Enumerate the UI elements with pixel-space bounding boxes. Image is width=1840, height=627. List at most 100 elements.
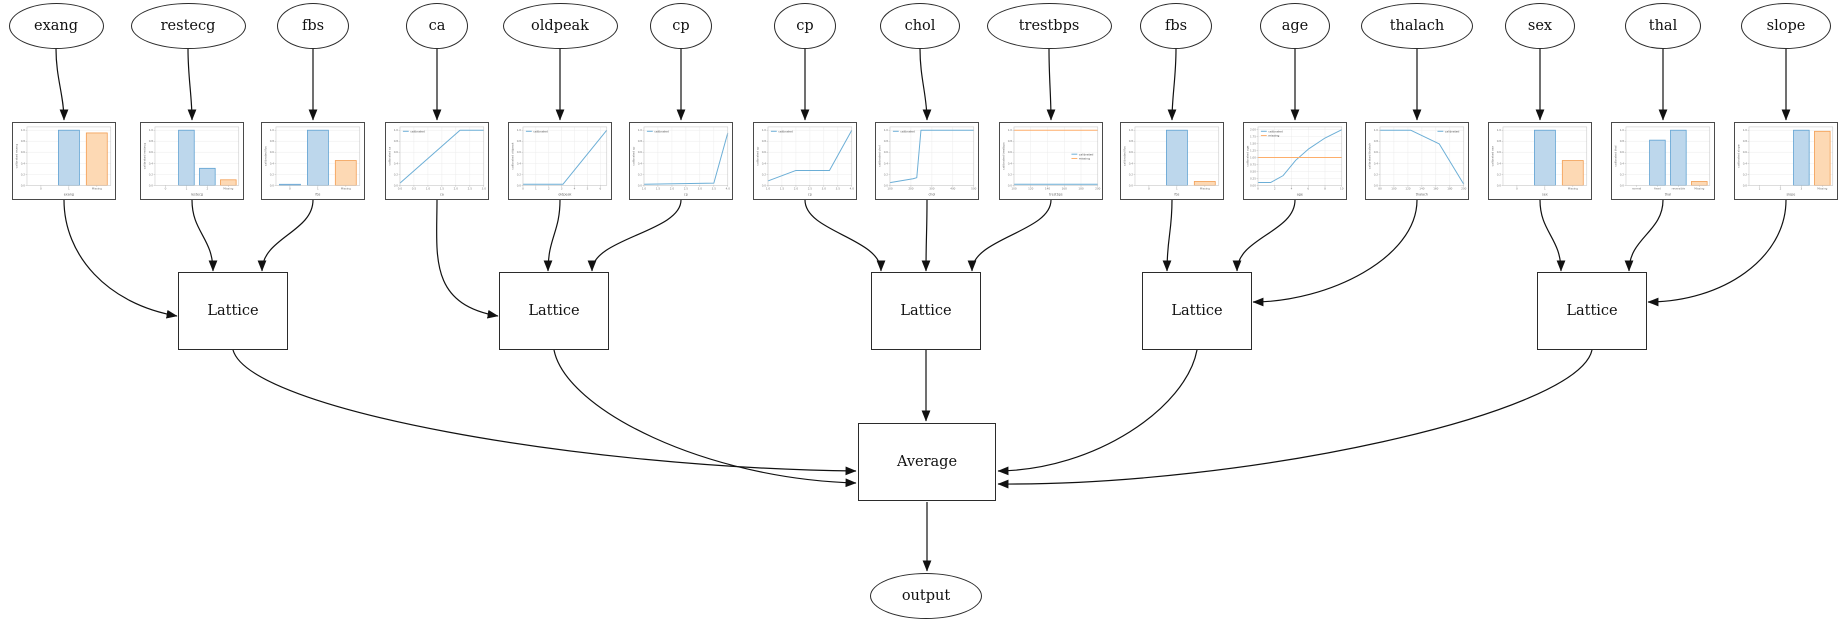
svg-text:0.4: 0.4 (270, 161, 275, 165)
svg-text:0.00: 0.00 (1250, 183, 1256, 187)
svg-text:0.8: 0.8 (762, 139, 767, 143)
feature-label: trestbps (1018, 18, 1080, 34)
svg-text:1.0: 1.0 (1129, 128, 1134, 132)
svg-text:1.0: 1.0 (517, 128, 522, 132)
svg-text:3.0: 3.0 (698, 186, 703, 190)
svg-text:0.6: 0.6 (1129, 150, 1134, 154)
svg-text:calibrated: calibrated (1079, 152, 1094, 156)
svg-text:0.6: 0.6 (149, 150, 154, 154)
svg-text:180: 180 (1078, 186, 1083, 190)
feature-node-cp-1: cp (650, 3, 712, 49)
svg-text:120: 120 (1405, 186, 1410, 190)
svg-text:120: 120 (1028, 186, 1033, 190)
svg-text:100: 100 (1011, 186, 1016, 190)
feature-label: restecg (160, 18, 216, 34)
svg-text:0.4: 0.4 (1497, 161, 1502, 165)
svg-text:Missing: Missing (223, 186, 233, 190)
svg-text:2: 2 (1780, 186, 1782, 190)
svg-text:1.0: 1.0 (1374, 128, 1379, 132)
svg-text:0.0: 0.0 (1497, 183, 1502, 187)
svg-text:1: 1 (1759, 186, 1761, 190)
svg-text:0.8: 0.8 (638, 139, 643, 143)
lattice-node-5: Lattice (1537, 272, 1647, 350)
svg-text:8: 8 (1324, 186, 1326, 190)
feature-node-oldpeak: oldpeak (502, 3, 618, 49)
svg-text:calibrated age: calibrated age (1246, 145, 1250, 166)
svg-text:0.4: 0.4 (149, 161, 154, 165)
svg-text:calibrated cp: calibrated cp (632, 146, 636, 165)
svg-text:0.2: 0.2 (21, 172, 26, 176)
svg-text:1.0: 1.0 (1497, 128, 1502, 132)
svg-text:oldpeak: oldpeak (558, 193, 571, 197)
feature-label: fbs (1164, 18, 1188, 34)
svg-text:0.4: 0.4 (1620, 161, 1625, 165)
svg-text:0.0: 0.0 (270, 183, 275, 187)
lattice-node-3: Lattice (871, 272, 981, 350)
feature-node-restecg: restecg (130, 3, 246, 49)
svg-text:calibrated slope: calibrated slope (1737, 144, 1741, 167)
svg-text:4: 4 (1291, 186, 1293, 190)
feature-label: age (1281, 18, 1309, 34)
feature-node-age: age (1260, 3, 1330, 49)
svg-text:1: 1 (317, 186, 319, 190)
svg-text:0.2: 0.2 (394, 172, 399, 176)
lattice-label: Lattice (207, 303, 259, 319)
svg-text:1.0: 1.0 (642, 186, 647, 190)
svg-text:trestbps: trestbps (1049, 193, 1063, 197)
svg-text:0.8: 0.8 (1129, 139, 1134, 143)
svg-text:3: 3 (1801, 186, 1803, 190)
svg-text:2.0: 2.0 (670, 186, 675, 190)
svg-text:300: 300 (929, 186, 934, 190)
svg-text:cp: cp (808, 193, 812, 197)
svg-text:calibrated: calibrated (410, 129, 425, 133)
svg-text:calibrated: calibrated (778, 129, 793, 133)
svg-text:calibrated sex: calibrated sex (1491, 146, 1495, 167)
feature-label: ca (428, 18, 446, 34)
svg-text:0.2: 0.2 (149, 172, 154, 176)
svg-text:2.0: 2.0 (454, 186, 459, 190)
svg-text:160: 160 (1433, 186, 1438, 190)
svg-text:2: 2 (207, 186, 209, 190)
svg-text:Missing: Missing (1568, 186, 1578, 190)
svg-text:0.0: 0.0 (394, 183, 399, 187)
svg-text:0.8: 0.8 (1374, 139, 1379, 143)
svg-text:6: 6 (599, 186, 601, 190)
svg-text:sex: sex (1542, 193, 1548, 197)
svg-text:0.2: 0.2 (762, 172, 767, 176)
svg-text:0.4: 0.4 (1008, 161, 1013, 165)
svg-text:1.0: 1.0 (149, 128, 154, 132)
svg-text:calibrated thalach: calibrated thalach (1368, 143, 1372, 169)
svg-text:10: 10 (1340, 186, 1344, 190)
svg-text:0: 0 (1257, 186, 1259, 190)
feature-label: cp (796, 18, 814, 34)
feature-label: oldpeak (531, 18, 589, 34)
lattice-label: Lattice (900, 303, 952, 319)
svg-text:1: 1 (535, 186, 537, 190)
svg-text:160: 160 (1062, 186, 1067, 190)
feature-node-fbs-1: fbs (277, 3, 349, 49)
svg-text:0: 0 (165, 186, 167, 190)
lattice-node-4: Lattice (1142, 272, 1252, 350)
svg-text:0.6: 0.6 (1620, 150, 1625, 154)
feature-node-cp-2: cp (774, 3, 836, 49)
feature-label: slope (1766, 18, 1806, 34)
svg-text:0.6: 0.6 (884, 150, 889, 154)
svg-text:1.0: 1.0 (884, 128, 889, 132)
svg-text:1: 1 (186, 186, 188, 190)
svg-text:1.0: 1.0 (270, 128, 275, 132)
svg-text:thal: thal (1665, 193, 1671, 197)
svg-text:calibrated: calibrated (654, 129, 669, 133)
svg-text:80: 80 (1378, 186, 1382, 190)
svg-text:0.4: 0.4 (884, 161, 889, 165)
svg-text:calibrated oldpeak: calibrated oldpeak (511, 142, 515, 169)
svg-text:restecg: restecg (191, 193, 203, 197)
svg-text:1.00: 1.00 (1250, 155, 1256, 159)
svg-text:1.0: 1.0 (1743, 128, 1748, 132)
svg-text:0.2: 0.2 (1374, 172, 1379, 176)
